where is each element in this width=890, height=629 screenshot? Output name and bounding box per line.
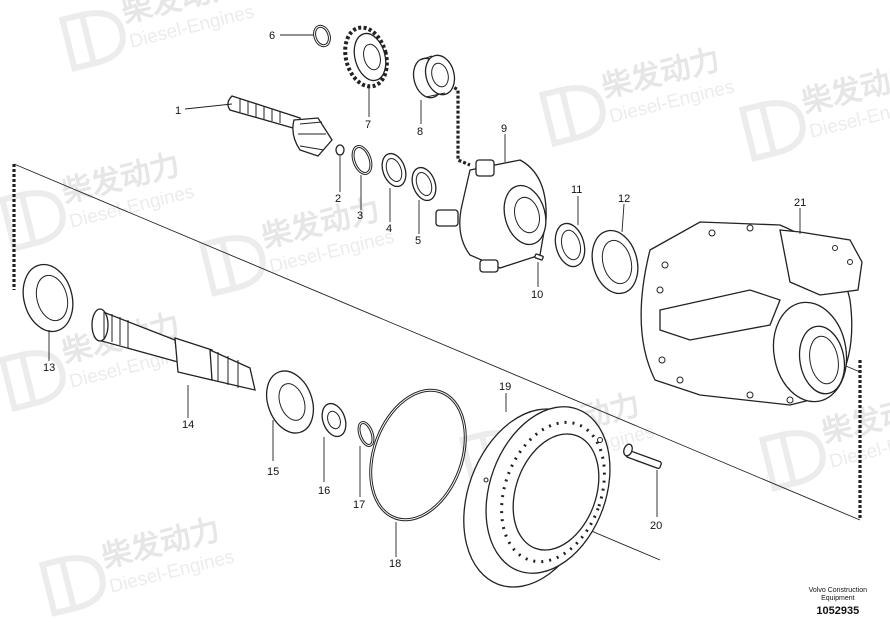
part-ring-gear-19	[463, 406, 611, 588]
part-o-ring-18	[369, 388, 467, 522]
watermark: 柴发动力 Diesel-Engines	[38, 512, 236, 617]
callout-11: 11	[571, 184, 582, 196]
drawing-number: 1052935	[816, 605, 860, 617]
callout-20: 20	[650, 520, 662, 532]
part-axle-housing-21	[640, 221, 863, 406]
callout-4: 4	[386, 223, 392, 235]
part-pinion-shaft-1	[227, 95, 333, 157]
part-snap-ring-6	[313, 24, 331, 48]
dashed-guide-top	[445, 80, 471, 167]
callout-2: 2	[335, 193, 341, 205]
callout-15: 15	[267, 466, 279, 478]
callout-12: 12	[618, 193, 630, 205]
callout-6: 6	[269, 30, 275, 42]
watermark: 柴发动力 Diesel-Engines	[58, 0, 256, 72]
part-pin-10	[534, 253, 544, 261]
callout-21: 21	[794, 197, 806, 209]
part-gear-7	[343, 25, 389, 89]
callout-19: 19	[499, 381, 511, 393]
part-small-ring-2	[335, 144, 345, 156]
callout-5: 5	[415, 235, 421, 247]
part-washer-5	[411, 166, 437, 202]
caption-division: Equipment	[821, 595, 855, 602]
part-thrust-washer-15	[265, 370, 315, 434]
main-axis-line	[13, 163, 861, 521]
part-planet-carrier-9	[435, 159, 547, 273]
part-drive-shaft-14	[91, 308, 256, 391]
callout-17: 17	[353, 499, 365, 511]
callout-13: 13	[43, 362, 55, 374]
part-washer-4	[381, 152, 407, 188]
part-bearing-8	[412, 54, 456, 99]
callout-14: 14	[182, 419, 194, 431]
caption-company: Volvo Construction	[808, 587, 867, 594]
watermark: 柴发动力 Diesel-Engines	[738, 57, 890, 162]
part-nut-11	[554, 222, 586, 268]
watermark: 柴发动力 Diesel-Engines	[538, 42, 736, 147]
leader-lines	[48, 34, 801, 557]
callout-10: 10	[531, 289, 543, 301]
watermark: 柴发动力 Diesel-Engines	[198, 192, 396, 297]
callout-7: 7	[365, 119, 371, 131]
drawing-caption: Volvo Construction Equipment 1052935	[809, 587, 867, 617]
watermark: 柴发动力 Diesel-Engines	[0, 147, 196, 252]
callout-18: 18	[389, 558, 401, 570]
part-seal-12	[591, 229, 639, 295]
part-washer-16	[321, 402, 347, 438]
part-seal-13	[22, 263, 74, 333]
part-bolt-20	[623, 443, 662, 469]
part-circlip-3	[351, 145, 373, 175]
callout-labels: 1 2 3 4 5 6 7 8 9 10 11 12 13 14 15 16 1…	[43, 30, 806, 570]
callout-9: 9	[501, 123, 507, 135]
callout-16: 16	[318, 485, 330, 497]
part-circlip-17	[357, 421, 375, 447]
callout-3: 3	[357, 210, 363, 222]
callout-1: 1	[175, 105, 181, 117]
callout-8: 8	[417, 126, 423, 138]
